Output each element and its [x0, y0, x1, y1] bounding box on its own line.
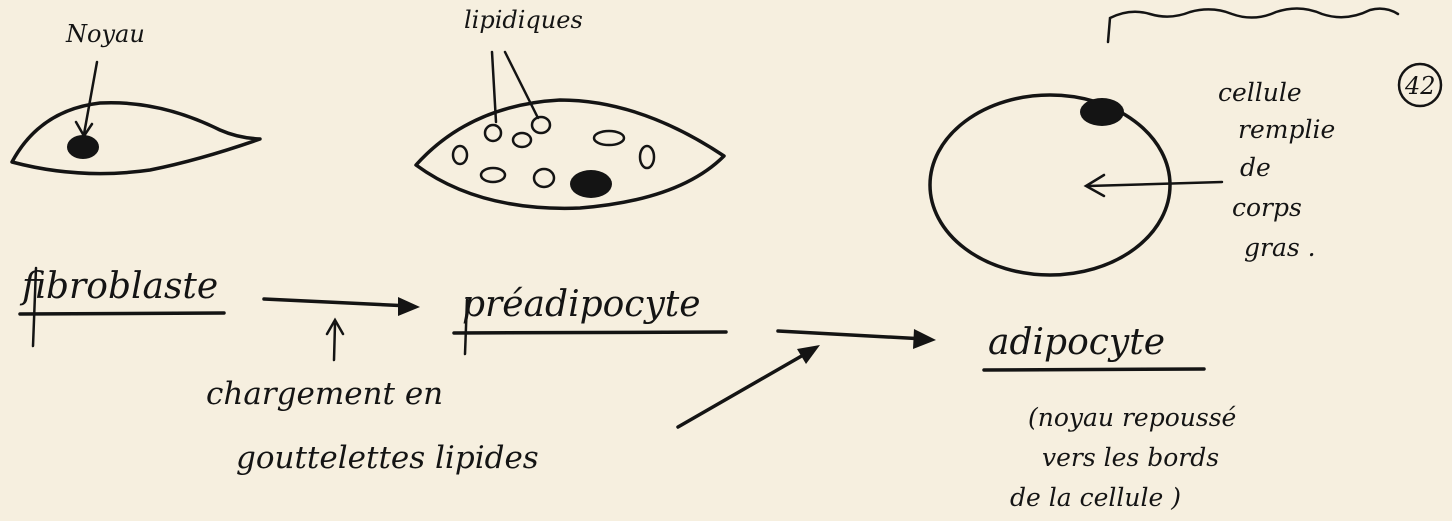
arrow-pre-to-adipo-head — [913, 329, 936, 349]
page-number: 42 — [1404, 72, 1436, 100]
cellule-label-line: gras . — [1244, 233, 1316, 262]
arrow-pre-to-adipo-line — [778, 331, 925, 339]
adipocyte-underline — [984, 369, 1204, 370]
label-noyau: Noyau — [65, 20, 145, 48]
lipid-droplet — [481, 168, 505, 182]
lipid-droplet — [594, 131, 624, 145]
fibroblast-cell-outline — [12, 103, 260, 174]
chargement-label-line: chargement en — [206, 376, 443, 412]
chargement-pointer-line — [334, 324, 335, 360]
preadipocyte-cell-outline — [416, 100, 724, 208]
label-adipocyte: adipocyte — [988, 322, 1165, 363]
preadipocyte-nucleus — [570, 170, 612, 198]
cellule-label-line: remplie — [1238, 115, 1335, 144]
note-line: de la cellule ) — [1010, 483, 1181, 512]
label-fibroblaste: fibroblaste — [19, 266, 218, 307]
note-line: (noyau repoussé — [1028, 403, 1237, 432]
arrow-fibro-to-pre-head — [398, 297, 420, 316]
lipid-droplet — [532, 117, 550, 133]
scribble-mark — [1108, 8, 1398, 42]
lipid-droplet — [640, 146, 654, 168]
arrow-lipides-to-adipo-line — [678, 350, 812, 427]
adipocyte-nucleus — [1080, 98, 1124, 126]
label-lipidiques: lipidiques — [464, 6, 583, 34]
fibroblaste-underline — [20, 313, 224, 314]
cellule-label-line: cellule — [1218, 78, 1302, 107]
arrow-fibro-to-pre-line — [264, 299, 410, 306]
lipid-droplet — [513, 133, 531, 147]
cellule-label-line: de — [1240, 153, 1271, 182]
chargement-label-line: gouttelettes lipides — [236, 440, 539, 476]
preadipocyte-underline — [454, 332, 726, 333]
arrow-lipides-to-adipo-head — [797, 345, 820, 364]
cellule-label-line: corps — [1232, 193, 1302, 222]
lipid-droplet — [453, 146, 467, 164]
lipid-droplet — [534, 169, 554, 187]
noyau-pointer-line — [84, 62, 97, 134]
fibroblast-nucleus — [67, 135, 99, 159]
note-line: vers les bords — [1042, 443, 1219, 472]
label-preadipocyte: préadipocyte — [462, 284, 701, 325]
lipid-pointer-arrow-line — [1088, 182, 1222, 186]
lipid-droplet — [485, 125, 501, 141]
